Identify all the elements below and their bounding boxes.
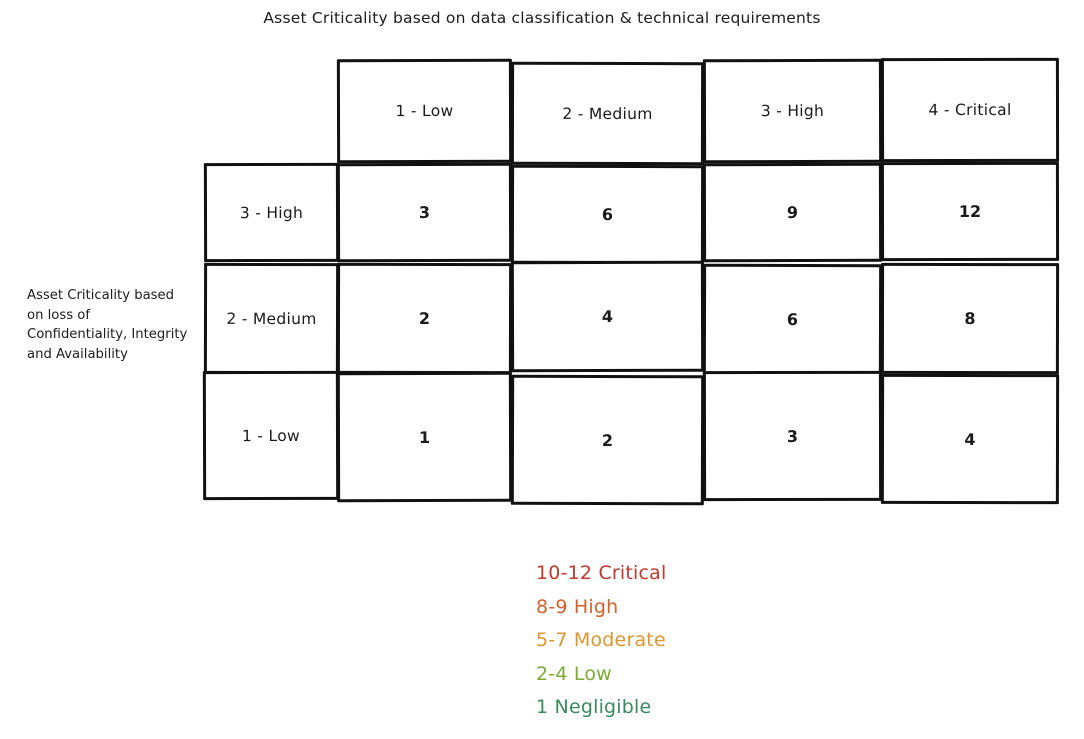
cell-value: 6 [601,204,614,225]
y-axis-caption: Asset Criticality based on loss of Confi… [27,288,188,362]
cell-value: 4 [601,306,614,327]
cell-medium-low: 2 [336,262,513,375]
cell-value: 2 [601,430,614,450]
cell-value: 4 [964,429,976,449]
cell-value: 6 [786,309,799,330]
cell-medium-medium: 4 [510,260,705,373]
legend-item-label: 10-12 Critical [536,562,667,584]
cell-low-high: 3 [702,370,883,502]
cell-value: 3 [418,202,431,223]
column-header-label: 2 - Medium [562,104,653,123]
legend-item-label: 2-4 Low [536,662,612,685]
cell-low-low: 1 [336,371,513,503]
cell-value: 1 [418,427,431,447]
severity-legend: 10-12 Critical 8-9 High 5-7 Moderate 2-4… [536,557,876,725]
row-header-high: 3 - High [203,162,340,263]
page-title: Asset Criticality based on data classifi… [263,9,821,27]
column-header-2: 2 - Medium [510,61,705,166]
row-header-label: 3 - High [239,203,304,222]
cell-high-low: 3 [336,162,513,263]
legend-item-high: 8-9 High [536,591,876,625]
legend-item-low: 2-4 Low [536,658,876,692]
column-header-label: 3 - High [760,101,825,121]
legend-item-label: 8-9 High [536,595,619,618]
cell-medium-high: 6 [702,263,883,376]
legend-item-moderate: 5-7 Moderate [536,624,876,658]
column-header-label: 4 - Critical [928,100,1012,120]
cell-high-medium: 6 [510,164,705,265]
column-header-4: 4 - Critical [880,57,1060,163]
row-header-medium: 2 - Medium [203,262,340,375]
legend-item-label: 1 Negligible [536,696,652,718]
cell-low-critical: 4 [880,373,1060,505]
row-header-label: 2 - Medium [226,309,317,328]
legend-item-label: 5-7 Moderate [536,629,666,651]
row-header-low: 1 - Low [202,370,340,501]
cell-value: 8 [964,308,976,329]
cell-medium-critical: 8 [880,262,1060,375]
column-header-3: 3 - High [702,58,883,164]
column-header-1: 1 - Low [336,58,513,164]
cell-high-high: 9 [702,162,883,263]
legend-item-critical: 10-12 Critical [536,557,876,591]
cell-low-medium: 2 [510,374,705,506]
column-header-label: 1 - Low [395,101,454,121]
cell-value: 3 [786,426,799,446]
cell-value: 12 [958,201,982,222]
cell-value: 9 [786,202,799,223]
cell-value: 2 [418,308,431,329]
legend-item-negligible: 1 Negligible [536,691,876,725]
cell-high-critical: 12 [880,161,1060,262]
row-header-label: 1 - Low [242,426,300,445]
